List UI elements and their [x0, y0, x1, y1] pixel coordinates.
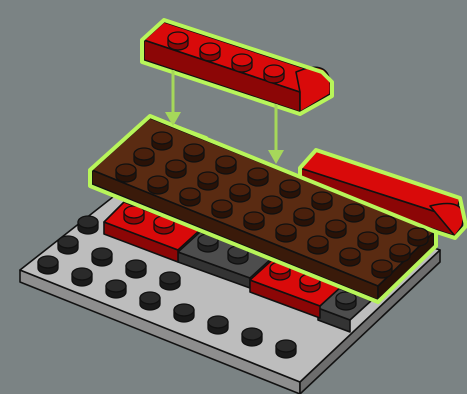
- brown-stud: [216, 156, 236, 174]
- base-stud: [92, 248, 112, 266]
- brown-stud: [230, 184, 250, 202]
- brown-stud: [116, 164, 136, 182]
- brown-stud: [372, 260, 392, 278]
- base-stud: [242, 328, 262, 346]
- brown-stud: [148, 176, 168, 194]
- base-stud: [78, 216, 98, 234]
- brown-stud: [276, 224, 296, 242]
- brown-stud: [134, 148, 154, 166]
- base-stud: [208, 316, 228, 334]
- red-plate-stud: [124, 206, 144, 224]
- base-stud: [160, 272, 180, 290]
- brown-stud: [184, 144, 204, 162]
- red-slope-top-stud: [200, 43, 220, 61]
- base-stud: [276, 340, 296, 358]
- brown-stud: [180, 188, 200, 206]
- brown-stud: [340, 248, 360, 266]
- base-stud: [140, 292, 160, 310]
- base-stud: [126, 260, 146, 278]
- base-stud: [38, 256, 58, 274]
- brown-stud: [152, 132, 172, 150]
- brown-stud: [248, 168, 268, 186]
- brown-stud: [376, 216, 396, 234]
- red-slope-top-stud: [168, 32, 188, 50]
- down-arrow-icon: [165, 70, 181, 126]
- dark-tile-stud: [336, 292, 356, 310]
- brown-stud: [262, 196, 282, 214]
- brown-stud: [308, 236, 328, 254]
- base-stud: [106, 280, 126, 298]
- red-slope-top-stud: [232, 54, 252, 72]
- brown-stud: [294, 208, 314, 226]
- base-stud: [58, 236, 78, 254]
- brown-stud: [198, 172, 218, 190]
- red-slope-top-stud: [264, 65, 284, 83]
- brown-stud: [166, 160, 186, 178]
- base-stud: [174, 304, 194, 322]
- down-arrow-icon: [268, 104, 284, 164]
- brown-stud: [326, 220, 346, 238]
- brown-stud: [390, 244, 410, 262]
- brown-stud: [212, 200, 232, 218]
- brown-stud: [344, 204, 364, 222]
- brown-stud: [244, 212, 264, 230]
- brown-stud: [358, 232, 378, 250]
- brown-stud: [280, 180, 300, 198]
- brown-stud: [408, 228, 428, 246]
- brown-stud: [312, 192, 332, 210]
- base-stud: [72, 268, 92, 286]
